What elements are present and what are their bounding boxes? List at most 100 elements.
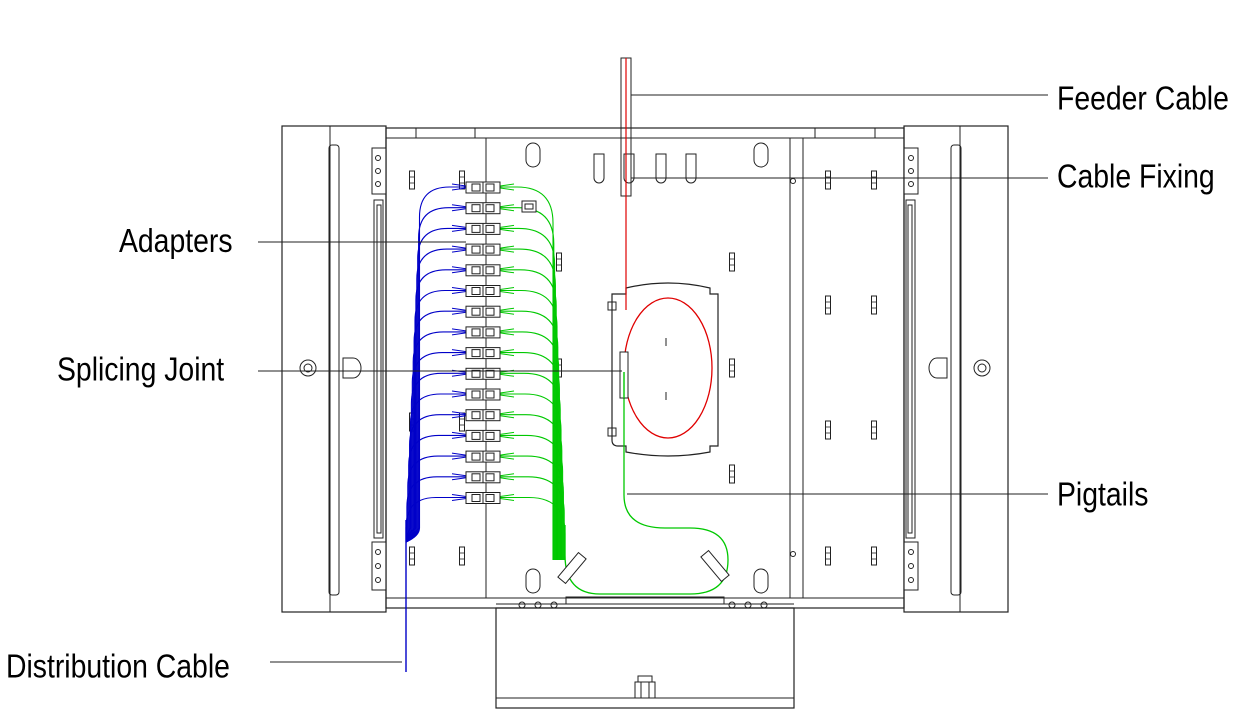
cable-tie-slot <box>409 546 415 566</box>
fiber-tip <box>451 270 467 274</box>
fiber-tip <box>499 415 515 419</box>
fiber-tip <box>451 332 467 336</box>
fiber-tip <box>451 266 467 270</box>
cable-tie-slot <box>871 546 877 566</box>
fiber-tip <box>499 498 515 501</box>
cable-tie-slot <box>825 170 831 190</box>
hinge-upper-right <box>903 147 919 195</box>
small-connector <box>521 200 537 213</box>
fiber-tip <box>499 204 515 208</box>
fiber-tip <box>499 411 515 415</box>
sc-adapter <box>465 471 501 484</box>
fiber-tip <box>499 245 515 249</box>
label-adapters: Adapters <box>119 222 233 260</box>
sc-adapter <box>465 181 501 194</box>
sc-adapter <box>465 222 501 235</box>
fiber-tip <box>451 456 467 460</box>
fiber-tip <box>499 452 515 456</box>
fiber-tip <box>499 456 515 460</box>
cable-tie-slot <box>556 252 562 272</box>
cable-tie-slot <box>825 420 831 440</box>
cable-tie-slot <box>409 170 415 190</box>
sc-adapter <box>465 347 501 360</box>
sc-adapter <box>465 367 501 380</box>
fiber-tip <box>499 431 515 435</box>
door-lock-left <box>299 357 362 379</box>
fiber-tip <box>499 291 515 294</box>
door-lock-right <box>928 357 991 379</box>
fiber-tip <box>451 473 467 477</box>
fiber-tip <box>499 394 515 398</box>
hinge-lower-right <box>903 541 919 591</box>
fiber-tip <box>451 187 467 191</box>
label-pigtails: Pigtails <box>1057 475 1148 513</box>
fiber-tip <box>499 332 515 336</box>
fiber-tip <box>451 452 467 456</box>
cable-fixing-clips <box>593 153 697 184</box>
adapter-bank <box>465 181 501 504</box>
splice-tray <box>607 282 719 457</box>
pigtail-fibers <box>499 183 566 560</box>
fiber-tip <box>451 183 467 187</box>
cable-tie-slot <box>871 170 877 190</box>
sc-adapter <box>465 326 501 339</box>
fiber-tip <box>451 390 467 394</box>
pigtail-fiber <box>500 207 555 560</box>
sc-adapter <box>465 429 501 442</box>
pigtail-fiber <box>500 476 565 560</box>
cable-tie-slot <box>871 420 877 440</box>
fiber-tip <box>499 353 515 357</box>
sc-adapter <box>465 388 501 401</box>
label-splicing-joint: Splicing Joint <box>57 350 225 388</box>
fiber-tip <box>451 291 467 294</box>
fiber-tip <box>499 311 515 315</box>
cable-tie-slot <box>871 295 877 315</box>
bottom-cable-entry <box>496 596 794 609</box>
fiber-tip <box>451 307 467 311</box>
fiber-tip <box>451 494 467 497</box>
fiber-tip <box>451 411 467 415</box>
pigtail-fiber <box>500 186 554 560</box>
sc-adapter <box>465 492 501 504</box>
left-door <box>281 125 387 613</box>
fiber-tip <box>451 245 467 249</box>
pigtail-fiber <box>500 310 559 560</box>
fiber-tip <box>451 353 467 357</box>
hinge-lower-left <box>371 541 387 591</box>
fiber-tip <box>451 287 467 290</box>
pigtail-fiber <box>500 414 563 560</box>
fiber-tip <box>499 224 515 228</box>
cable-tie-slot <box>729 464 735 484</box>
fiber-tip <box>451 394 467 398</box>
sc-adapter <box>465 264 501 277</box>
fiber-tip <box>451 328 467 332</box>
pigtail-fiber <box>500 227 556 560</box>
fiber-tip <box>451 311 467 315</box>
fiber-tip <box>451 228 467 232</box>
enclosure-body <box>385 127 905 609</box>
right-door <box>903 125 1009 613</box>
fiber-tip <box>499 266 515 270</box>
pigtail-loop <box>557 372 730 595</box>
fiber-tip <box>451 477 467 481</box>
front-cover <box>495 607 795 709</box>
fiber-tip <box>499 328 515 332</box>
sc-adapter <box>465 409 501 422</box>
mounting-holes <box>525 142 769 594</box>
fiber-tip <box>499 373 515 377</box>
fiber-tip <box>451 208 467 212</box>
pigtail-fiber <box>500 352 560 560</box>
fiber-tip <box>499 307 515 311</box>
pigtail-fiber <box>500 289 558 560</box>
fiber-tip <box>451 435 467 439</box>
fiber-tip <box>499 473 515 477</box>
sc-adapter <box>465 243 501 256</box>
sc-adapter <box>465 202 501 215</box>
fiber-tip <box>499 208 515 212</box>
fiber-tip <box>451 249 467 253</box>
fiber-tip <box>499 435 515 439</box>
label-cable-fixing: Cable Fixing <box>1057 157 1215 195</box>
label-feeder-cable: Feeder Cable <box>1057 79 1229 117</box>
pigtail-fiber <box>500 434 564 560</box>
